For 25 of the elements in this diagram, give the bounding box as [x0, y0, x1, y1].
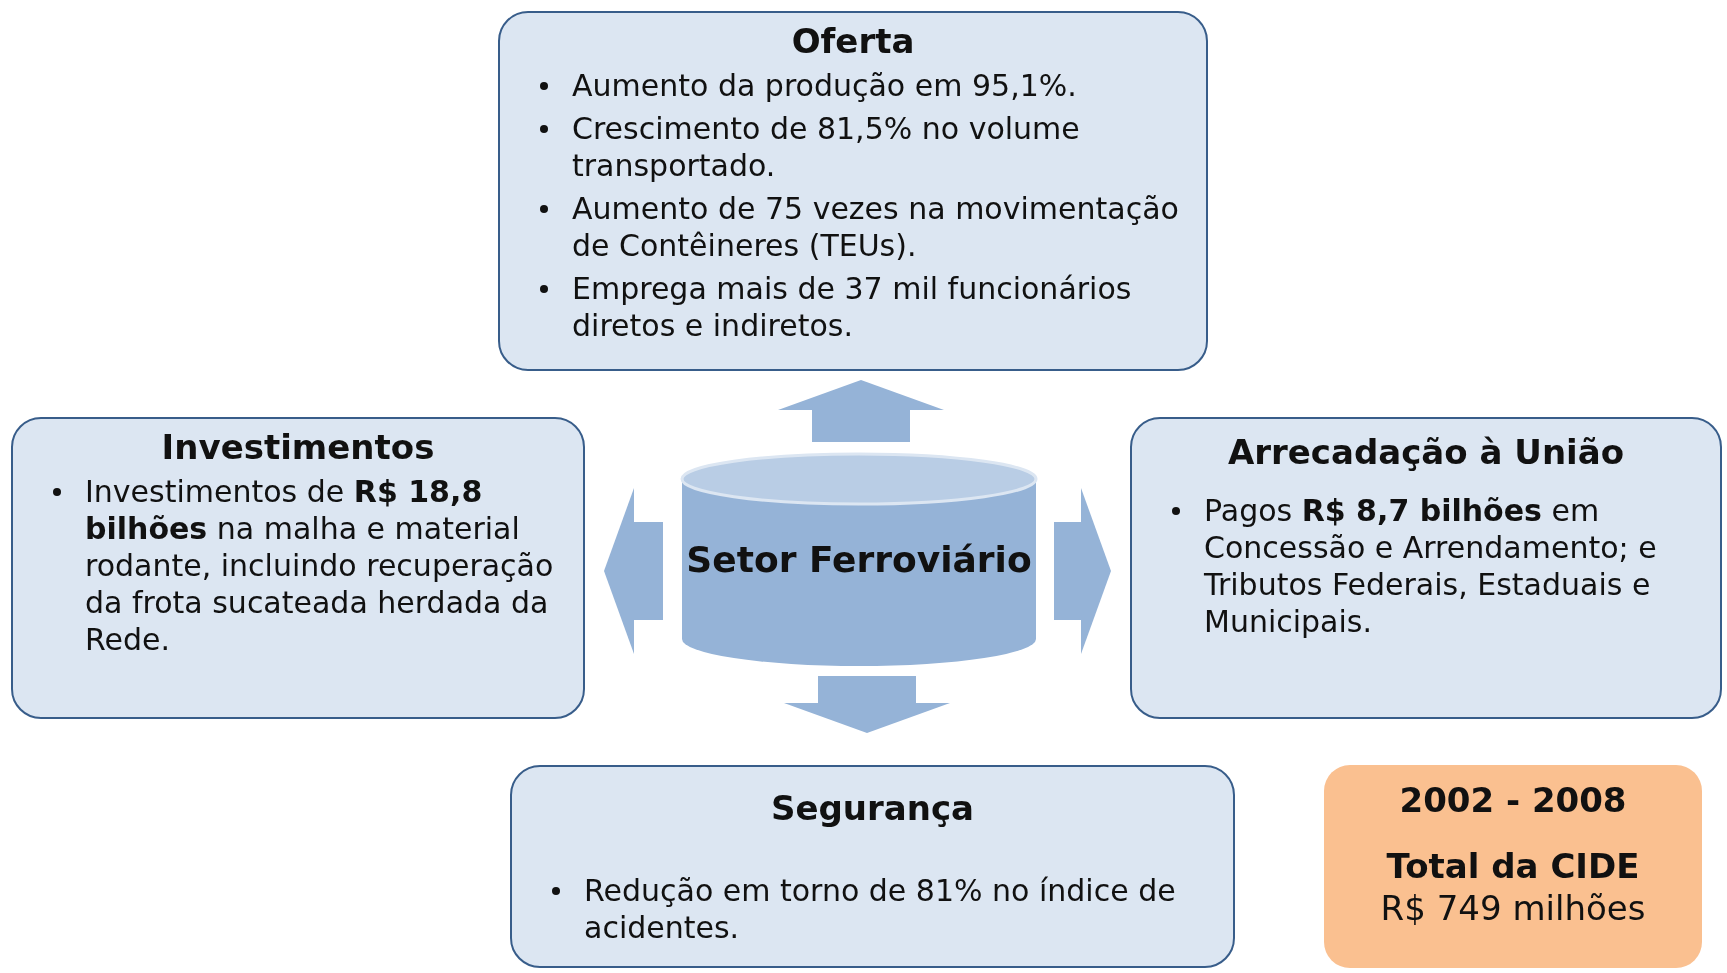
- card-heading: Arrecadação à União: [1226, 431, 1626, 472]
- card-heading: Investimentos: [160, 427, 436, 467]
- block-arrow: [778, 380, 944, 442]
- cylinder-shape: [680, 452, 1038, 666]
- summary-text: R$ 749 milhões: [1379, 887, 1647, 929]
- block-arrow: [604, 488, 663, 654]
- bullet-text: Crescimento de 81,5% no volume transportado.: [516, 110, 1190, 184]
- block-arrow: [1054, 488, 1111, 654]
- info-card: [510, 765, 1235, 968]
- bullet-text: Emprega mais de 37 mil funcionários diretos e indiretos.: [516, 270, 1190, 344]
- bullet-text: Aumento de 75 vezes na movimentação de Contêineres (TEUs).: [516, 190, 1190, 264]
- bullet-text: Pagos R$ 8,7 bilhões em Concessão e Arrendamento; e Tributos Federais, Estaduais e Municipais.: [1148, 491, 1704, 640]
- bullet-text: Aumento da produção em 95,1%.: [516, 67, 1190, 104]
- summary-text: Total da CIDE: [1385, 845, 1641, 887]
- bullet-text: Investimentos de R$ 18,8 bilhões na malha e material rodante, incluindo recuperação da frota sucateada herdada da Rede.: [29, 473, 567, 658]
- info-card: [498, 11, 1208, 371]
- card-heading: Segurança: [769, 787, 976, 828]
- info-card: [11, 417, 585, 719]
- bullet-text: Redução em torno de 81% no índice de acidentes.: [528, 871, 1217, 946]
- block-arrow: [784, 676, 950, 733]
- info-card: [1130, 417, 1722, 719]
- card-heading: Oferta: [790, 21, 916, 61]
- cylinder-label: Setor Ferroviário: [685, 541, 1033, 579]
- summary-card: [1324, 765, 1702, 968]
- period-text: 2002 - 2008: [1398, 779, 1628, 821]
